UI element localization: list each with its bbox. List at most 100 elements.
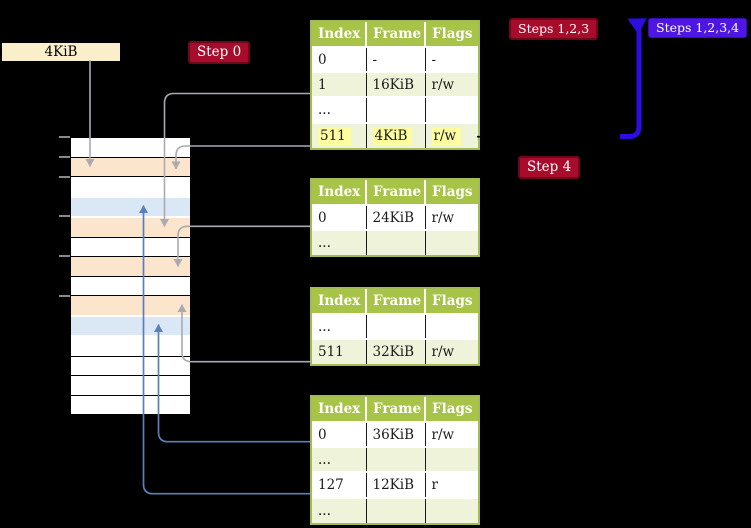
highlighted-value: 4KiB <box>372 127 413 145</box>
table-row: ... <box>312 496 478 523</box>
table-cell: - <box>365 45 425 73</box>
memory-frame-row-white <box>71 275 190 295</box>
column-header-index: Index <box>312 397 366 422</box>
table-row: ... <box>312 96 478 123</box>
memory-frame-row-white <box>71 176 190 196</box>
table-cell: r/w <box>424 203 478 231</box>
memory-frame-row-blue <box>71 314 190 335</box>
memory-frame-row-orange <box>71 216 190 237</box>
column-header-frame: Frame <box>365 289 425 314</box>
column-header-flags: Flags <box>424 397 478 422</box>
table-cell <box>424 496 478 523</box>
table-cell: r/w <box>424 338 478 365</box>
highlighted-value: r/w <box>431 127 462 145</box>
address-tick <box>59 175 70 178</box>
table-cell: ... <box>312 446 366 473</box>
table-cell <box>424 446 478 473</box>
table-cell: r <box>424 471 478 498</box>
table-cell <box>365 229 425 256</box>
table-cell: r/w <box>424 71 478 98</box>
memory-frame-row-white <box>71 335 190 356</box>
column-header-frame: Frame <box>365 180 425 205</box>
arrow-pt1-entry511-to-frame4k <box>171 145 310 170</box>
table-cell: 511 <box>312 338 366 365</box>
column-header-frame: Frame <box>365 22 425 47</box>
memory-frame-row-orange <box>71 295 190 315</box>
table-cell: ... <box>312 312 366 340</box>
memory-frame-row-blue <box>71 195 190 216</box>
table-row: 0-- <box>312 45 478 73</box>
arrow-pt3-entry511-to-frame32k <box>177 304 311 363</box>
column-header-flags: Flags <box>424 180 478 205</box>
arrow-pt2-entry0-to-frame24k <box>173 225 311 267</box>
memory-frame-row-orange <box>71 156 190 176</box>
memory-frame-row-white <box>71 236 190 256</box>
table-cell: 511 <box>312 121 366 148</box>
table-cell <box>424 312 478 340</box>
table-cell: r/w <box>424 420 478 448</box>
table-cell: 32KiB <box>365 338 425 365</box>
table-cell <box>365 496 425 523</box>
column-header-index: Index <box>312 22 366 47</box>
table-cell <box>424 96 478 123</box>
table-cell: 24KiB <box>365 203 425 231</box>
table-cell: ... <box>312 96 366 123</box>
table-row: ... <box>312 229 478 256</box>
physical-memory-column <box>70 137 191 415</box>
table-cell: 36KiB <box>365 420 425 448</box>
column-header-flags: Flags <box>424 22 478 47</box>
table-row: 511 4KiB r/w <box>312 121 478 148</box>
column-header-frame: Frame <box>365 397 425 422</box>
table-cell <box>424 229 478 256</box>
table-cell <box>365 96 425 123</box>
arrow-loop-back-to-table1 <box>620 18 647 139</box>
address-tick <box>59 136 70 138</box>
column-header-index: Index <box>312 180 366 205</box>
column-header-flags: Flags <box>424 289 478 314</box>
steps-123-badge: Steps 1,2,3 <box>509 18 599 40</box>
table-row: ... <box>312 446 478 473</box>
table-cell: ... <box>312 496 366 523</box>
table-cell: 0 <box>312 203 366 231</box>
address-tick <box>59 294 70 297</box>
table-cell: 16KiB <box>365 71 425 98</box>
table-cell: ... <box>312 229 366 256</box>
table-cell: - <box>424 45 478 73</box>
table-cell <box>365 446 425 473</box>
memory-frame-row-white <box>71 355 190 375</box>
step-4-badge: Step 4 <box>518 156 581 179</box>
table-cell: 12KiB <box>365 471 425 498</box>
table-cell: r/w <box>424 121 478 148</box>
table-cell: 4KiB <box>365 121 425 148</box>
column-header-index: Index <box>312 289 366 314</box>
table-row: ... <box>312 312 478 340</box>
steps-1234-badge: Steps 1,2,3,4 <box>648 18 748 38</box>
table-cell: 1 <box>312 71 366 98</box>
memory-frame-row-white <box>71 138 190 157</box>
memory-frame-row-orange <box>71 256 190 276</box>
address-tick <box>59 255 70 258</box>
address-tick <box>59 215 70 218</box>
table-cell: 0 <box>312 420 366 448</box>
memory-frame-row-white <box>71 375 190 395</box>
step-0-badge: Step 0 <box>188 41 251 64</box>
table-cell: 0 <box>312 45 366 73</box>
highlighted-value: 511 <box>318 127 351 145</box>
address-tick <box>59 155 70 158</box>
memory-frame-row-white <box>71 394 190 414</box>
table-cell: 127 <box>312 471 366 498</box>
